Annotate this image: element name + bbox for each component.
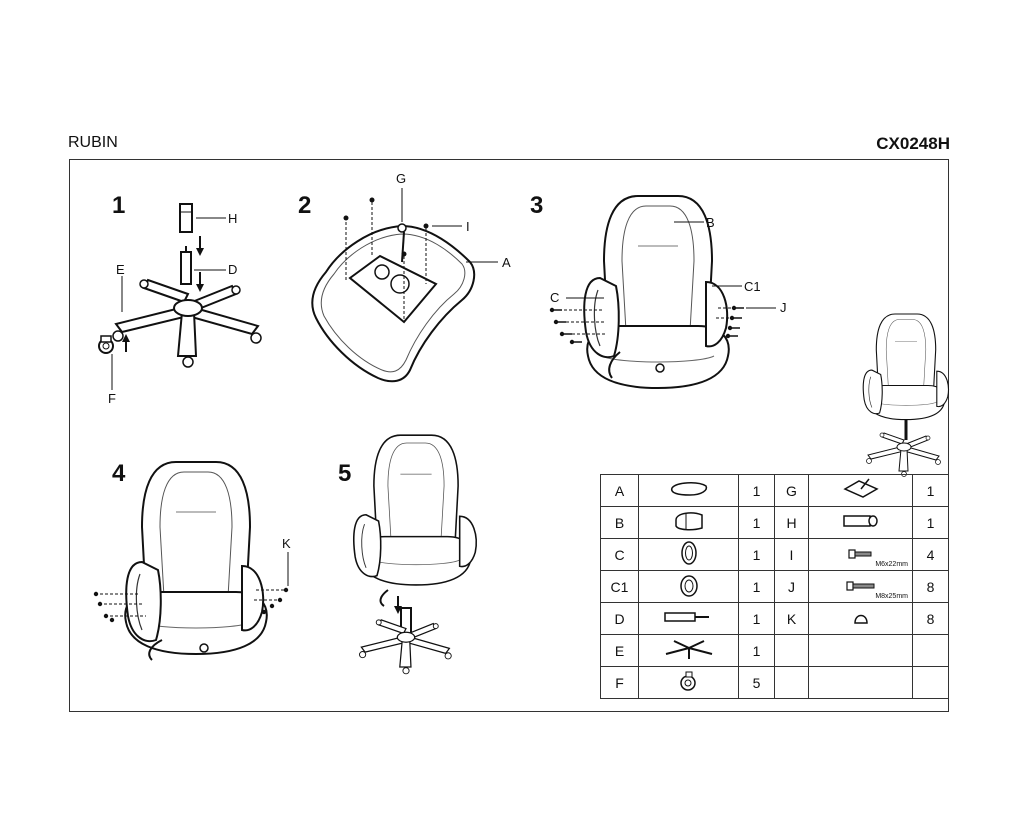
part-quantity: 1 bbox=[738, 538, 775, 571]
part-letter bbox=[774, 634, 809, 667]
step-number-3: 3 bbox=[530, 192, 544, 219]
callout-b: B bbox=[706, 215, 715, 230]
part-image-empty bbox=[808, 634, 913, 667]
part-image bbox=[638, 666, 739, 699]
part-quantity: 1 bbox=[738, 474, 775, 507]
part-image-empty bbox=[808, 666, 913, 699]
step-number-1: 1 bbox=[112, 192, 126, 219]
step-number-4: 4 bbox=[112, 460, 126, 487]
part-letter: H bbox=[774, 506, 809, 539]
part-quantity: 8 bbox=[912, 570, 949, 603]
part-letter: C bbox=[600, 538, 639, 571]
part-image: M8x25mm bbox=[808, 570, 913, 603]
callout-i: I bbox=[466, 219, 470, 234]
part-quantity: 1 bbox=[738, 634, 775, 667]
armrest-c bbox=[583, 277, 620, 359]
part-letter: I bbox=[774, 538, 809, 571]
part-quantity: 1 bbox=[912, 474, 949, 507]
part-image bbox=[808, 474, 913, 507]
finished-chair-drawing bbox=[862, 313, 950, 477]
part-quantity: 1 bbox=[738, 602, 775, 635]
armrest-right-icon bbox=[678, 575, 700, 601]
base-icon bbox=[662, 640, 716, 663]
part-quantity: 1 bbox=[738, 506, 775, 539]
part-letter bbox=[774, 666, 809, 699]
part-image bbox=[638, 570, 739, 603]
part-size: M8x25mm bbox=[875, 593, 908, 600]
part-quantity: 1 bbox=[738, 570, 775, 603]
gas-lift-icon bbox=[663, 611, 715, 627]
part-quantity: 5 bbox=[738, 666, 775, 699]
callout-f: F bbox=[108, 391, 116, 406]
callout-c1: C1 bbox=[744, 279, 761, 294]
part-image bbox=[638, 506, 739, 539]
mechanism-icon bbox=[841, 478, 881, 504]
step4-drawing bbox=[93, 461, 289, 661]
part-size: M6x22mm bbox=[875, 561, 908, 568]
callout-a: A bbox=[502, 255, 511, 270]
part-letter: C1 bbox=[600, 570, 639, 603]
part-image bbox=[638, 474, 739, 507]
step-number-5: 5 bbox=[338, 460, 352, 487]
part-letter: J bbox=[774, 570, 809, 603]
part-letter: B bbox=[600, 506, 639, 539]
step-number-2: 2 bbox=[298, 192, 312, 219]
callout-d: D bbox=[228, 262, 238, 277]
base-part bbox=[112, 279, 262, 368]
product-code: CX0248H bbox=[876, 134, 950, 153]
part-letter: A bbox=[600, 474, 639, 507]
callout-h: H bbox=[228, 211, 238, 226]
part-letter: E bbox=[600, 634, 639, 667]
part-letter: G bbox=[774, 474, 809, 507]
part-image bbox=[638, 634, 739, 667]
part-quantity: 1 bbox=[912, 506, 949, 539]
step2-drawing bbox=[311, 188, 498, 383]
part-quantity bbox=[912, 634, 949, 667]
instruction-frame bbox=[69, 159, 949, 712]
armrest-left-icon bbox=[679, 541, 699, 569]
product-name: RUBIN bbox=[68, 134, 118, 151]
part-letter: F bbox=[600, 666, 639, 699]
part-quantity: 8 bbox=[912, 602, 949, 635]
seat-icon bbox=[668, 482, 710, 501]
caster-icon bbox=[678, 671, 700, 695]
step1-drawing bbox=[98, 203, 262, 390]
gas-lift-part bbox=[180, 246, 192, 285]
part-quantity: 4 bbox=[912, 538, 949, 571]
callout-e: E bbox=[116, 262, 125, 277]
step3-drawing bbox=[549, 195, 776, 389]
part-image bbox=[638, 602, 739, 635]
part-quantity bbox=[912, 666, 949, 699]
part-image bbox=[638, 538, 739, 571]
part-letter: D bbox=[600, 602, 639, 635]
caster-part bbox=[98, 335, 114, 354]
part-letter: K bbox=[774, 602, 809, 635]
callout-j: J bbox=[780, 300, 787, 315]
armrest-left bbox=[125, 561, 162, 643]
gas-cover-part bbox=[179, 203, 193, 233]
bolt-long-icon bbox=[845, 579, 876, 595]
callout-k: K bbox=[282, 536, 291, 551]
part-image bbox=[808, 602, 913, 635]
bolt-short-icon bbox=[847, 547, 874, 563]
gas-cover-icon bbox=[841, 515, 881, 532]
callout-c: C bbox=[550, 290, 560, 305]
part-image: M6x22mm bbox=[808, 538, 913, 571]
callout-g: G bbox=[396, 171, 407, 186]
cap-icon bbox=[852, 613, 870, 629]
part-image bbox=[808, 506, 913, 539]
step5-drawing bbox=[352, 434, 477, 675]
backrest-icon bbox=[672, 512, 706, 535]
